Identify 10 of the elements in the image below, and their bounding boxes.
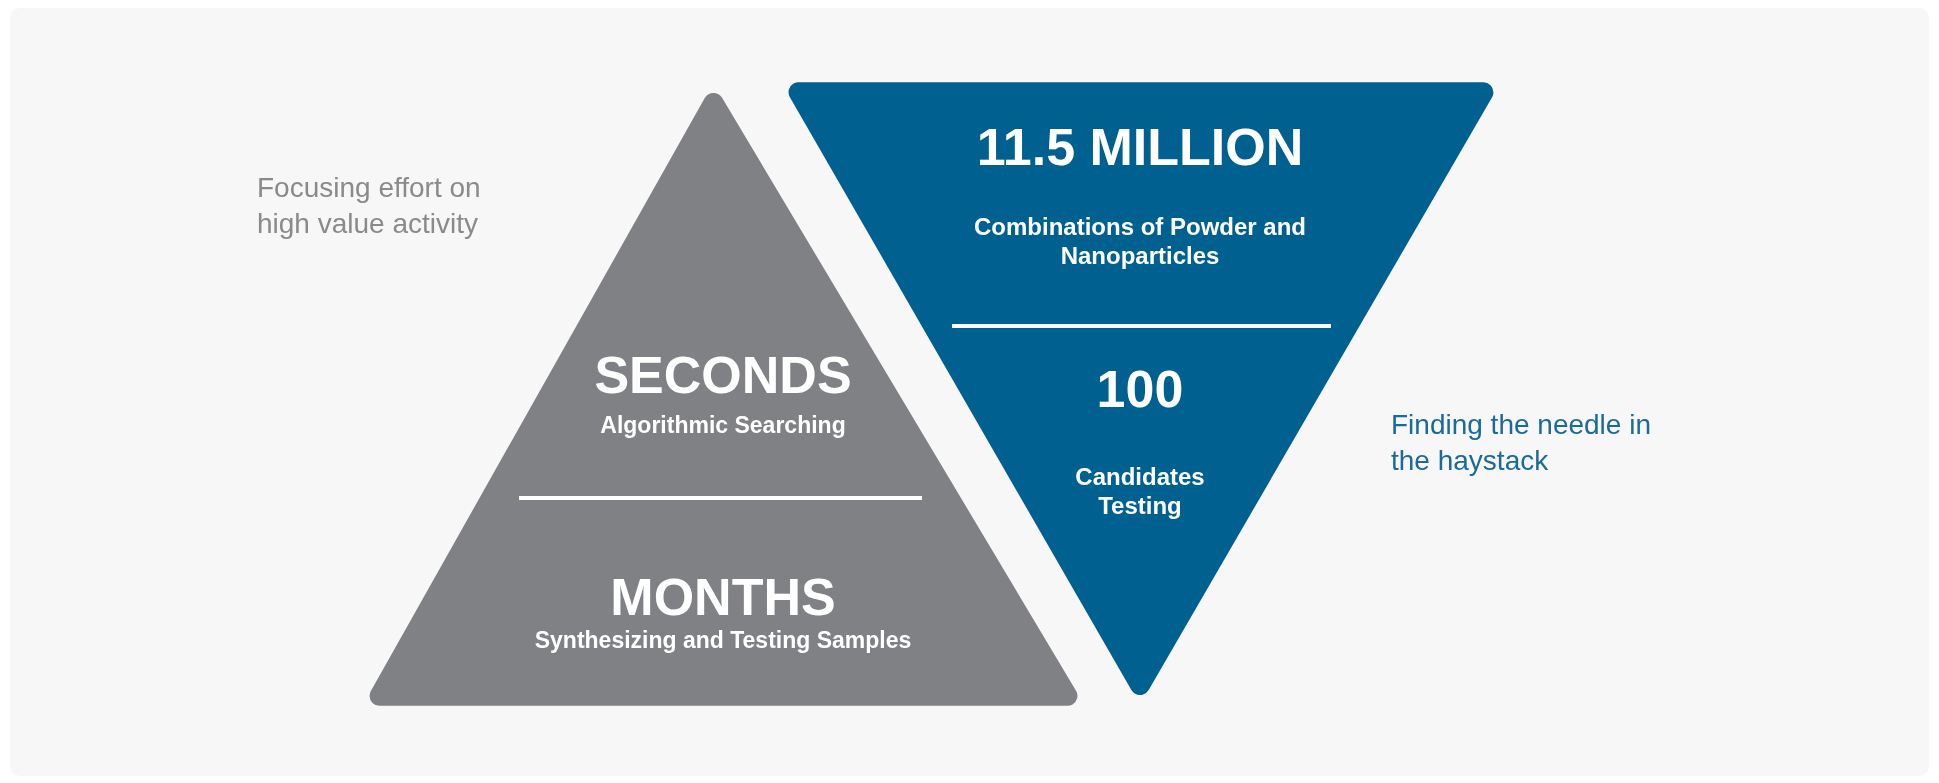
node-label: Combinations of Powder and Nanoparticles: [973, 213, 1307, 271]
node-label: Synthesizing and Testing Samples: [533, 627, 913, 655]
heading: MONTHS: [609, 567, 837, 628]
heading: SECONDS: [593, 345, 853, 406]
node-label: Algorithmic Searching: [599, 412, 847, 440]
note-text: Focusing effort on high value activity: [257, 171, 482, 242]
heading: 11.5 MILLION: [975, 117, 1305, 178]
node-label: Candidates Testing: [1074, 463, 1206, 521]
note-text: Finding the needle in the haystack: [1391, 408, 1652, 479]
heading: 100: [1095, 359, 1185, 420]
